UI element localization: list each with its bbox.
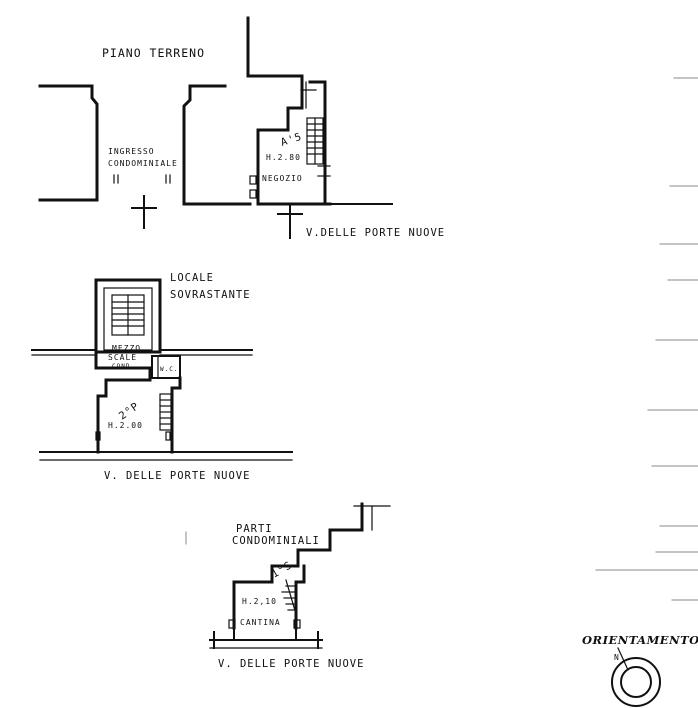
upper-room-height: H.2.00 — [108, 421, 143, 430]
ground-room-number: A'5 — [279, 131, 304, 149]
north-arrow-icon — [617, 647, 629, 671]
orientation-label: ORIENTAMENTO — [582, 633, 698, 647]
upper-floor-title-line2: SOVRASTANTE — [170, 289, 251, 301]
ground-room-label: NEGOZIO — [262, 174, 303, 183]
ground-floor-title: PIANO TERRENO — [102, 46, 205, 60]
upper-room-number: 2°P — [117, 400, 142, 422]
basement-street: V. DELLE PORTE NUOVE — [218, 658, 364, 670]
wc-label: W.C. — [160, 366, 178, 373]
upper-floor-plan: LOCALE SOVRASTANTE MEZZO SCALE COND. W.C… — [31, 272, 293, 482]
basement-room-height: H.2,10 — [242, 597, 277, 606]
ground-room-height: H.2.80 — [266, 153, 301, 162]
compass-outer-ring-icon — [611, 657, 661, 707]
stair-label-line3: COND. — [112, 363, 135, 370]
entrance-label-line2: CONDOMINIALE — [108, 159, 178, 168]
north-label: N — [614, 653, 620, 662]
entrance-label-line1: INGRESSO — [108, 147, 155, 156]
margin-scan-marks — [185, 77, 698, 601]
basement-room-number: 1°S — [270, 559, 295, 580]
basement-title-line2: CONDOMINIALI — [232, 535, 320, 547]
compass-inner-ring-icon — [620, 666, 652, 698]
ground-floor-street: V.DELLE PORTE NUOVE — [306, 227, 445, 239]
basement-plan: PARTI CONDOMINIALI 1°S H.2,10 CANTINA V.… — [209, 502, 391, 670]
stair-label-line1: MEZZO — [112, 344, 141, 353]
upper-floor-street: V. DELLE PORTE NUOVE — [104, 470, 250, 482]
stair-label-line2: SCALE — [108, 353, 137, 362]
ground-floor-plan: PIANO TERRENO INGRESSO CONDOMINIALE A'5 … — [38, 16, 445, 239]
orientation-compass: ORIENTAMENTO N — [582, 633, 698, 707]
upper-floor-title-line1: LOCALE — [170, 272, 214, 284]
basement-title-line1: PARTI — [236, 523, 273, 535]
basement-room-label: CANTINA — [240, 618, 281, 627]
